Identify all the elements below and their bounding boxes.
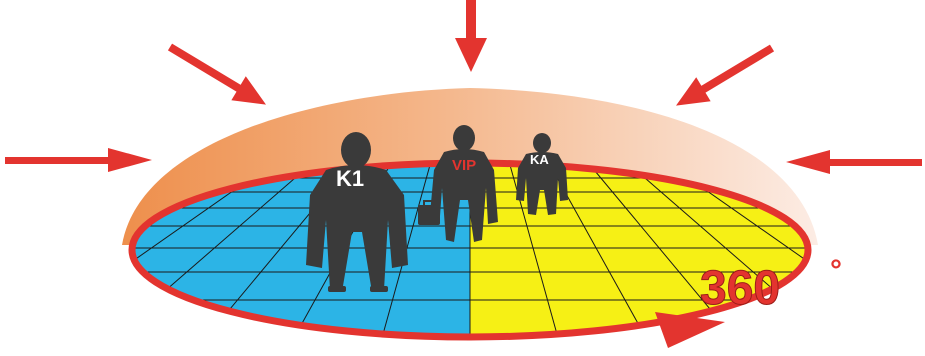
red-arrow-icon xyxy=(669,36,779,118)
label-ka: KA xyxy=(530,152,549,167)
red-arrow-icon xyxy=(5,148,152,172)
label-k1: K1 xyxy=(336,166,364,191)
rotation-arrow-icon xyxy=(655,312,725,348)
red-arrow-icon xyxy=(455,0,487,72)
label-vip: VIP xyxy=(452,157,476,174)
label-degree: ° xyxy=(830,254,842,287)
label-360: 360 xyxy=(700,262,780,315)
red-arrow-icon xyxy=(786,150,922,174)
red-arrow-icon xyxy=(163,35,273,117)
